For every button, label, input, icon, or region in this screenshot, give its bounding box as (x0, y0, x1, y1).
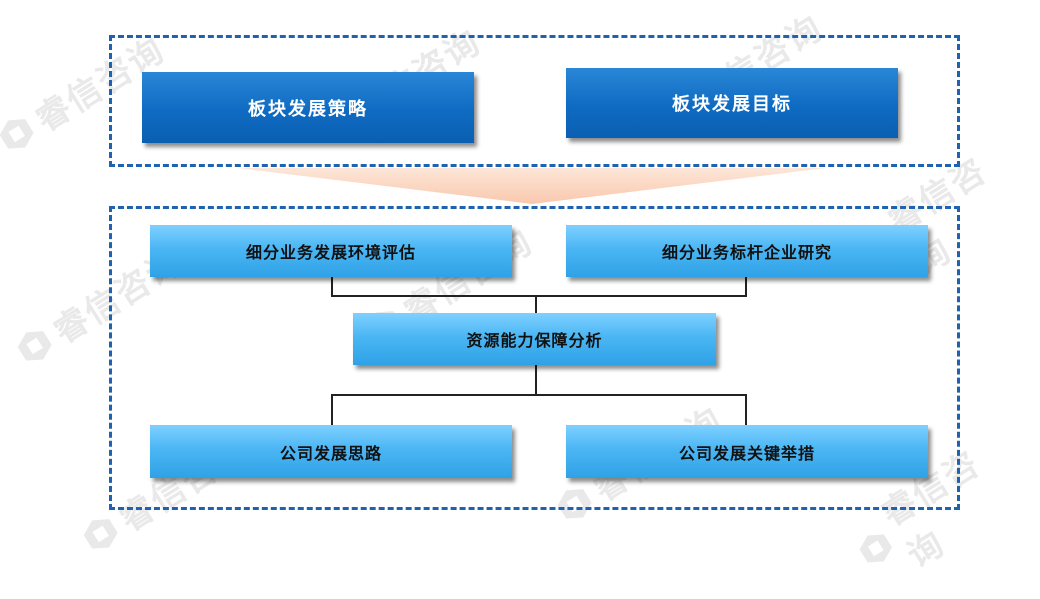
connector-line (331, 394, 747, 396)
segment-benchmark-label: 细分业务标杆企业研究 (661, 243, 832, 262)
sector-goal-label: 板块发展目标 (672, 94, 792, 115)
connector-line (331, 276, 333, 296)
company-approach-box: 公司发展思路 (150, 425, 512, 478)
sector-strategy-box: 板块发展策略 (142, 72, 474, 143)
sector-strategy-label: 板块发展策略 (248, 98, 368, 120)
top-group-frame (109, 35, 960, 167)
segment-environment-label: 细分业务发展环境评估 (245, 243, 416, 262)
company-key-measures-label: 公司发展关键举措 (678, 443, 815, 463)
connector-line (535, 295, 537, 314)
bottom-group-frame (109, 206, 960, 510)
connector-line (745, 276, 747, 296)
flow-arrow (238, 168, 826, 204)
sector-goal-box: 板块发展目标 (566, 68, 898, 138)
company-key-measures-box: 公司发展关键举措 (566, 425, 928, 478)
resource-capability-box: 资源能力保障分析 (353, 313, 716, 365)
connector-line (745, 394, 747, 426)
resource-capability-label: 资源能力保障分析 (466, 331, 603, 350)
segment-environment-box: 细分业务发展环境评估 (150, 225, 512, 277)
connector-line (535, 364, 537, 395)
connector-line (331, 394, 333, 426)
segment-benchmark-box: 细分业务标杆企业研究 (566, 225, 928, 277)
connector-line (331, 295, 747, 297)
company-approach-label: 公司发展思路 (279, 443, 382, 463)
